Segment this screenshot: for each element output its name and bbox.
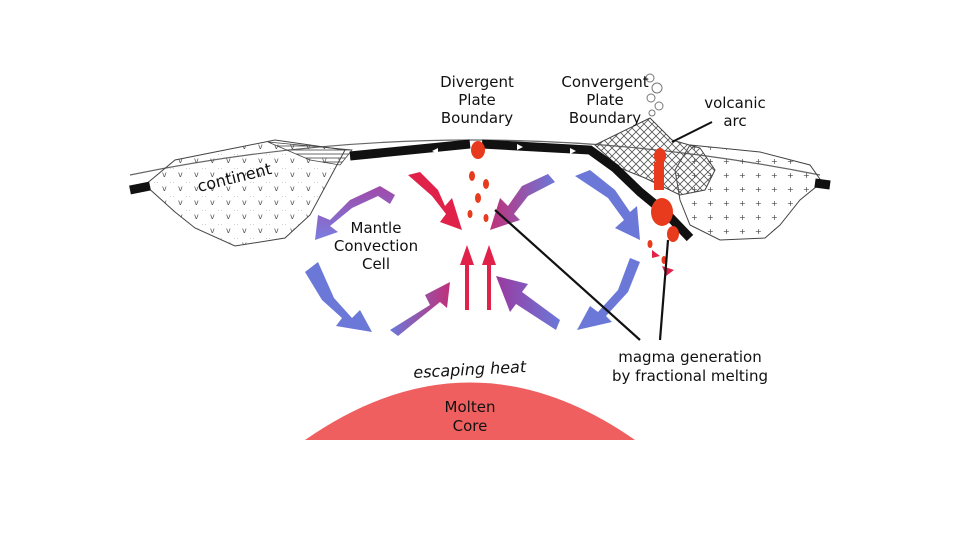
left-convection-cell (305, 172, 462, 336)
molten-core (305, 382, 635, 440)
magma-generation-label-line1: magma generation (618, 348, 761, 366)
left-oceanic-plate (129, 139, 471, 195)
rising-arrows (460, 245, 496, 310)
arrow-left-bottom (390, 282, 450, 336)
arc-magma (647, 148, 679, 264)
volcanic-arc-label-line2: arc (723, 112, 746, 130)
arrow-left-lower (305, 262, 372, 332)
divergent-label-line2: Plate (458, 91, 496, 109)
mantle-cell-label-line3: Cell (362, 255, 390, 273)
escaping-heat-label: escaping heat (413, 357, 527, 382)
arrow-right-top (490, 174, 555, 230)
core-label-line1: Molten (445, 398, 496, 416)
magma-generation-label-line2: by fractional melting (612, 367, 768, 385)
convergent-label-line2: Plate (586, 91, 624, 109)
divergent-label-line3: Boundary (441, 109, 513, 127)
ridge-magma (467, 141, 489, 222)
volcanic-arc-label-line1: volcanic (704, 94, 766, 112)
pointer-line-ridge-magma (494, 209, 641, 341)
core-label-line2: Core (453, 417, 488, 435)
arrow-left-top-purple (408, 172, 462, 230)
volcano-smoke (645, 73, 664, 117)
left-continent (144, 139, 346, 247)
rising-arrow-right (482, 245, 496, 310)
convergent-label-line1: Convergent (561, 73, 648, 91)
mantle-cell-label-line1: Mantle (351, 219, 402, 237)
arrow-right-lower-blue (577, 258, 640, 330)
arrow-left-upper (315, 186, 395, 240)
divergent-label-line1: Divergent (440, 73, 514, 91)
mantle-cell-label-line2: Convection (334, 237, 418, 255)
rising-arrow-left (460, 245, 474, 310)
arrow-right-upper-blue (575, 170, 640, 240)
right-convection-cell (490, 170, 640, 330)
plate-motion-arrows (432, 144, 576, 154)
convergent-label-line3: Boundary (569, 109, 641, 127)
far-right-plate (814, 178, 831, 190)
pointer-line-volcanic-arc (671, 121, 713, 143)
arrow-right-bottom-purple (496, 276, 560, 330)
continental-shelf-sediments (267, 141, 353, 166)
pointer-line-arc-magma (658, 239, 670, 341)
